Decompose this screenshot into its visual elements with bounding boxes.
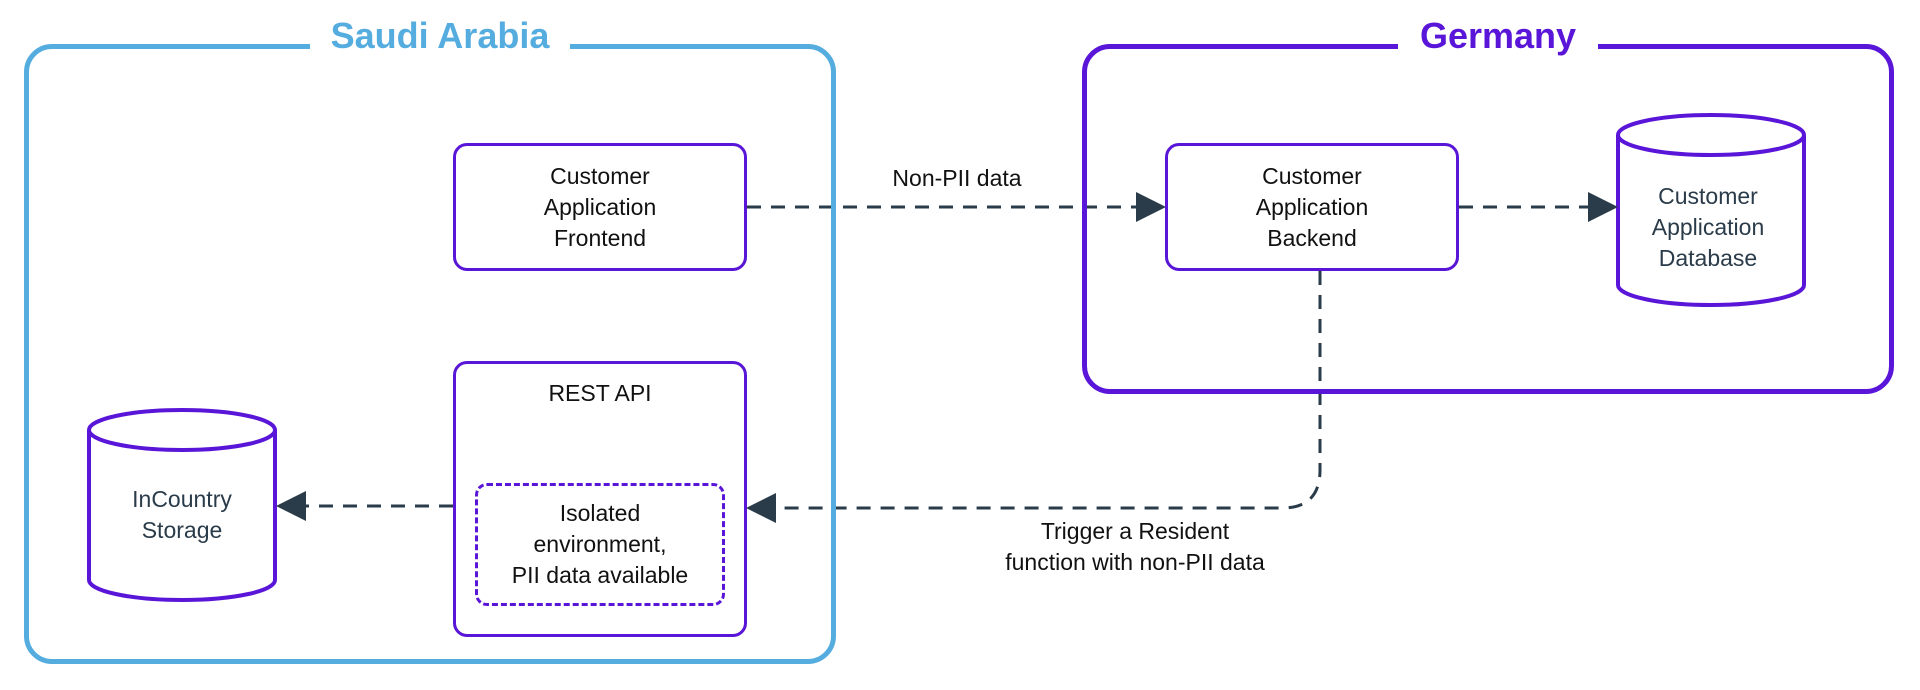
database-label-line: Application <box>1651 214 1765 240</box>
customer-application-backend-node: Customer Application Backend <box>1165 143 1459 271</box>
isolated-label-line: environment, <box>533 531 667 557</box>
frontend-label-line: Customer <box>550 162 650 189</box>
trigger-label-line: function with non-PII data <box>1005 549 1265 575</box>
region-title-saudi-arabia: Saudi Arabia <box>310 16 570 56</box>
frontend-label-line: Frontend <box>553 224 647 251</box>
backend-label-line: Customer <box>1262 162 1362 189</box>
frontend-label-line: Application <box>543 193 657 220</box>
isolated-environment-box: Isolated environment, PII data available <box>475 483 725 606</box>
customer-application-frontend-node: Customer Application Frontend <box>453 143 747 271</box>
non-pii-data-label: Non-PII data <box>892 165 1022 191</box>
database-label-line: Customer <box>1658 183 1758 209</box>
backend-label-line: Application <box>1255 193 1369 220</box>
region-title-germany: Germany <box>1398 16 1598 56</box>
storage-label-line: Storage <box>141 517 223 543</box>
trigger-label-line: Trigger a Resident <box>1040 518 1230 544</box>
isolated-label-line: Isolated <box>559 500 641 526</box>
storage-cylinder <box>87 408 277 602</box>
customer-application-database-label: Customer Application Database <box>1618 181 1798 274</box>
rest-api-title: REST API <box>548 380 652 406</box>
isolated-label-line: PII data available <box>511 562 689 588</box>
database-label-line: Database <box>1658 245 1758 271</box>
backend-label-line: Backend <box>1267 224 1357 251</box>
storage-label-line: InCountry <box>132 486 232 512</box>
database-cylinder <box>1616 113 1806 307</box>
incountry-storage-label: InCountry Storage <box>92 484 272 546</box>
trigger-resident-function-label: Trigger a Resident function with non-PII… <box>960 516 1310 578</box>
arrow-backend-to-rest-api <box>746 271 1322 523</box>
rest-api-node: REST API Isolated environment, PII data … <box>453 361 747 637</box>
